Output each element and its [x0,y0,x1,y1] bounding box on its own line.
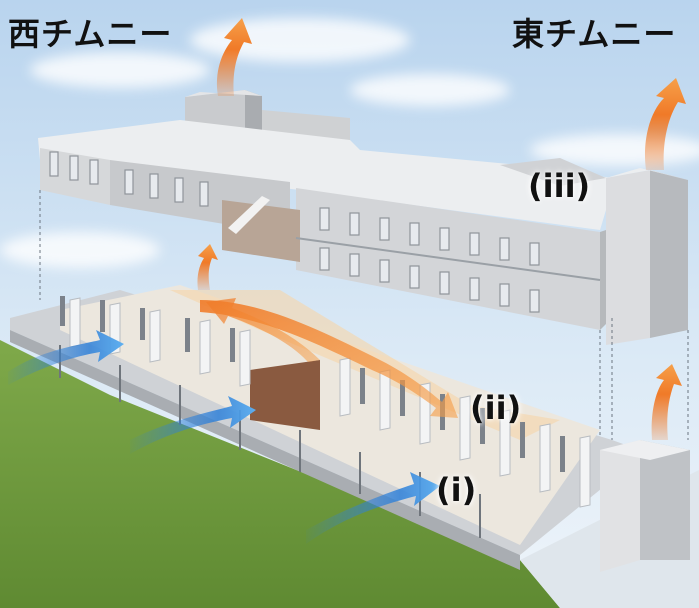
warm-air-outflow-arrows [197,18,686,440]
west-chimney-label: 西チムニー [8,15,173,53]
orange-air-outflow-arrow [216,18,252,96]
orange-air-outflow-arrow [644,78,686,170]
upper-floors-block [38,90,688,345]
alignment-guides [39,190,689,450]
cool-air-inflow-arrows [8,330,440,544]
ground-floor-block [10,285,690,572]
orange-air-outflow-arrow [651,364,682,440]
blue-air-inflow-arrow [306,472,440,544]
blue-air-inflow-arrow [130,396,256,454]
marker-i-label: (i) [436,471,477,509]
orange-air-outflow-arrow [206,298,320,362]
marker-iii-label: (iii) [528,167,591,205]
east-chimney-label: 東チムニー [512,15,677,53]
orange-air-outflow-arrow [197,244,218,290]
blue-air-inflow-arrow [8,330,124,385]
lawn [0,340,560,608]
marker-ii-label: (ii) [470,389,522,427]
